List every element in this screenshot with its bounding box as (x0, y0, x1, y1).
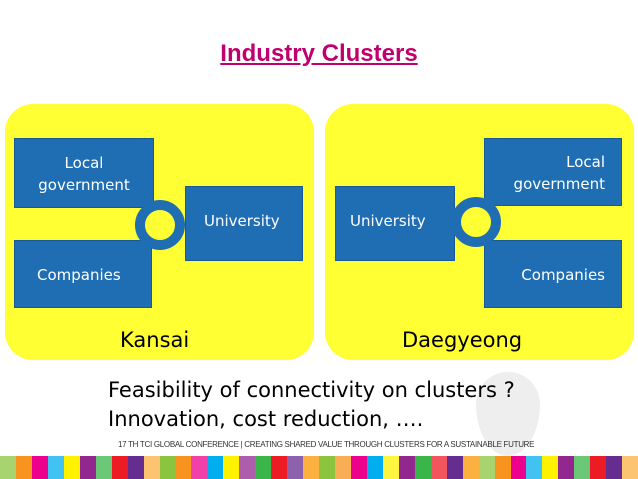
daegyeong-connector-ring (451, 197, 501, 247)
kansai-companies-box: Companies (14, 240, 152, 308)
color-stripe (462, 456, 479, 479)
daegyeong-companies-box: Companies (484, 240, 622, 308)
daegyeong-university-text: University (350, 212, 426, 230)
color-stripe (287, 456, 304, 479)
color-stripe (590, 456, 607, 479)
color-stripe (303, 456, 320, 479)
color-stripe (622, 456, 638, 479)
color-stripe (223, 456, 240, 479)
kansai-university-text: University (204, 212, 280, 230)
color-stripe (542, 456, 559, 479)
color-stripe (191, 456, 208, 479)
kansai-companies-text: Companies (37, 266, 121, 284)
daegyeong-local-government-box: Local government (484, 138, 622, 206)
color-stripe (15, 456, 32, 479)
color-stripe (127, 456, 144, 479)
kansai-connector-ring (135, 200, 185, 250)
daegyeong-label: Daegyeong (402, 328, 523, 352)
color-stripe (79, 456, 96, 479)
color-stripe (446, 456, 463, 479)
color-stripe (31, 456, 48, 479)
color-stripe (111, 456, 128, 479)
decorative-drop-shape (476, 372, 540, 456)
color-stripe (63, 456, 80, 479)
color-stripe (526, 456, 543, 479)
color-stripe (143, 456, 160, 479)
color-stripe (319, 456, 336, 479)
color-stripe (606, 456, 623, 479)
color-stripe (47, 456, 64, 479)
daegyeong-university-box: University (335, 186, 455, 261)
footer-color-stripes (0, 456, 638, 479)
slide-title: Industry Clusters (220, 40, 418, 67)
question-line-2: Innovation, cost reduction, …. (108, 407, 424, 431)
color-stripe (271, 456, 288, 479)
color-stripe (0, 456, 16, 479)
conference-footer: 17 TH TCI GLOBAL CONFERENCE | CREATING S… (118, 440, 535, 449)
color-stripe (175, 456, 192, 479)
daegyeong-local-government-text: Local government (513, 153, 605, 193)
kansai-label: Kansai (120, 328, 190, 352)
color-stripe (558, 456, 575, 479)
color-stripe (159, 456, 176, 479)
daegyeong-companies-text: Companies (521, 266, 605, 284)
color-stripe (335, 456, 351, 479)
color-stripe (510, 456, 527, 479)
color-stripe (382, 456, 399, 479)
kansai-local-government-box: Local government (14, 138, 154, 208)
color-stripe (350, 456, 367, 479)
color-stripe (574, 456, 591, 479)
kansai-local-government-text: Local government (38, 154, 130, 194)
kansai-university-box: University (185, 186, 303, 261)
color-stripe (95, 456, 112, 479)
color-stripe (494, 456, 511, 479)
color-stripe (398, 456, 415, 479)
color-stripe (255, 456, 272, 479)
color-stripe (430, 456, 447, 479)
question-line-1: Feasibility of connectivity on clusters … (108, 378, 515, 402)
color-stripe (207, 456, 224, 479)
color-stripe (478, 456, 495, 479)
color-stripe (414, 456, 431, 479)
color-stripe (239, 456, 256, 479)
color-stripe (366, 456, 383, 479)
